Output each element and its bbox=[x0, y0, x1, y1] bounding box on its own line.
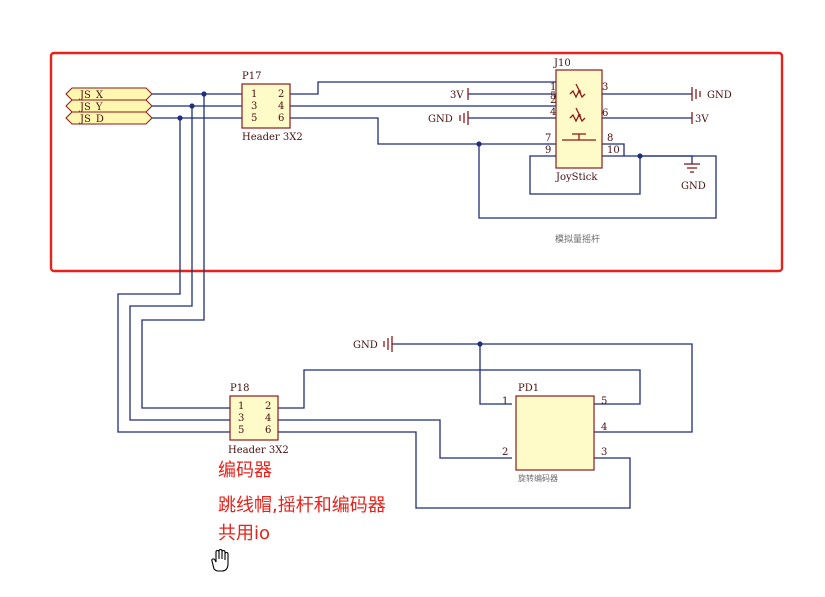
net-label-js-y: JS_Y bbox=[65, 99, 153, 113]
net-label-js-x-text: JS_X bbox=[79, 90, 104, 101]
pd1-ref: PD1 bbox=[518, 383, 539, 394]
annotation-shared-io-line1: 跳线帽,摇杆和编码器 bbox=[218, 495, 386, 516]
p18-pin-4: 4 bbox=[265, 413, 271, 424]
net-label-js-d: JS_D bbox=[65, 111, 153, 125]
power-gnd-right: GND bbox=[691, 87, 732, 101]
pd1-pin-5: 5 bbox=[601, 396, 607, 407]
j10-pin-7: 7 bbox=[545, 133, 551, 144]
p18-pin-3: 3 bbox=[238, 413, 244, 424]
pot-x-symbol bbox=[569, 83, 586, 99]
header-p17: P17 Header 3X2 1 2 3 4 5 6 bbox=[241, 71, 303, 143]
wires-upper bbox=[152, 81, 717, 219]
power-gnd-right-text: GND bbox=[707, 90, 732, 101]
j10-pin-9: 9 bbox=[545, 145, 551, 156]
joystick-j10: J10 JoyStick 1 2 3 4 5 6 7 8 9 10 bbox=[545, 58, 620, 183]
p18-pin-2: 2 bbox=[265, 401, 271, 412]
p17-ref: P17 bbox=[242, 71, 261, 82]
power-3v-right: 3V bbox=[691, 112, 709, 125]
power-gnd-left-text: GND bbox=[428, 114, 453, 125]
module-title: 模拟量摇杆 bbox=[555, 233, 600, 245]
pd1-pin-2: 2 bbox=[502, 447, 508, 458]
j10-pin-1: 1 bbox=[550, 82, 556, 93]
annotation-shared-io-line2: 共用io bbox=[218, 523, 271, 544]
pd1-name: 旋转编码器 bbox=[518, 473, 558, 483]
j10-pin-10: 10 bbox=[607, 145, 620, 156]
p18-pin-1: 1 bbox=[238, 401, 244, 412]
power-gnd-bottom: GND bbox=[681, 163, 706, 192]
j10-pin-3: 3 bbox=[602, 82, 608, 93]
rotary-encoder-pd1: PD1 旋转编码器 1 2 3 4 5 bbox=[502, 383, 607, 483]
j10-pin-4: 4 bbox=[550, 107, 556, 118]
pot-y-symbol bbox=[569, 107, 586, 123]
p18-pin-6: 6 bbox=[265, 425, 271, 436]
power-gnd-bottom-text: GND bbox=[681, 181, 706, 192]
net-label-js-d-text: JS_D bbox=[79, 114, 104, 125]
p17-pin-1: 1 bbox=[251, 89, 257, 100]
pd1-pin-4: 4 bbox=[601, 422, 607, 433]
p17-pin-3: 3 bbox=[251, 101, 257, 112]
selection-frame bbox=[49, 51, 784, 273]
j10-ref: J10 bbox=[553, 58, 571, 69]
j10-pin-6: 6 bbox=[602, 108, 608, 119]
power-gnd-left: GND bbox=[428, 111, 469, 125]
p17-pin-6: 6 bbox=[278, 113, 284, 124]
net-label-js-x: JS_X bbox=[65, 87, 153, 101]
j10-pin-8: 8 bbox=[607, 133, 613, 144]
annotation-encoder: 编码器 bbox=[218, 460, 272, 481]
pd1-pin-3: 3 bbox=[601, 447, 607, 458]
power-gnd-pd1-text: GND bbox=[353, 340, 378, 351]
power-3v-right-text: 3V bbox=[695, 114, 709, 125]
wires-lower bbox=[117, 94, 693, 509]
p18-name: Header 3X2 bbox=[228, 445, 289, 456]
p17-pin-4: 4 bbox=[278, 101, 284, 112]
junction-dots bbox=[177, 91, 643, 347]
power-3v-left: 3V bbox=[450, 88, 469, 101]
j10-pin-5: 5 bbox=[550, 91, 556, 102]
power-3v-left-text: 3V bbox=[450, 90, 464, 101]
pd1-pin-1: 1 bbox=[502, 396, 508, 407]
j10-name: JoyStick bbox=[555, 172, 598, 183]
joystick-switch-symbol bbox=[562, 133, 596, 141]
p18-pin-5: 5 bbox=[238, 425, 244, 436]
net-label-js-y-text: JS_Y bbox=[79, 102, 103, 113]
power-gnd-pd1: GND bbox=[353, 336, 393, 352]
p17-pin-5: 5 bbox=[251, 113, 257, 124]
p17-name: Header 3X2 bbox=[242, 132, 303, 143]
j10-pin-2: 2 bbox=[550, 95, 556, 106]
header-p18: P18 Header 3X2 1 2 3 4 5 6 bbox=[228, 383, 289, 456]
p17-pin-2: 2 bbox=[278, 89, 284, 100]
p18-ref: P18 bbox=[230, 383, 249, 394]
hand-cursor-icon bbox=[211, 548, 229, 572]
